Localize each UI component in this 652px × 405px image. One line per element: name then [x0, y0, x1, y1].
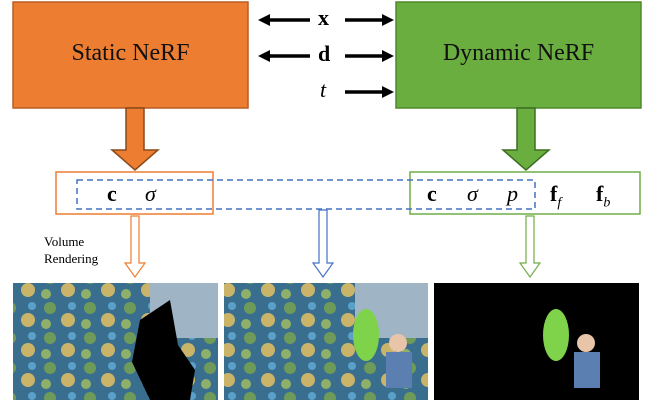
full-scene-image: [224, 283, 428, 400]
dynamic-output-fb: fb: [596, 181, 611, 211]
static-output-sigma: σ: [145, 181, 156, 206]
input-d: d: [318, 41, 331, 66]
static-render-arrow: [123, 215, 147, 279]
input-x: x: [318, 5, 329, 30]
dynamic-scene-image: [434, 283, 639, 400]
static-down-arrow: [109, 107, 161, 171]
static-nerf-label: Static NeRF: [71, 40, 190, 66]
input-t: t: [320, 77, 327, 102]
dynamic-down-arrow: [500, 107, 552, 171]
volume-rendering-label: Volume Rendering: [44, 234, 99, 266]
input-arrows: [258, 14, 394, 98]
dynamic-nerf-box: [395, 1, 642, 109]
dynamic-output-p: p: [507, 181, 518, 206]
dynamic-output-c: c: [427, 181, 437, 206]
static-output-c: c: [107, 181, 117, 206]
dynamic-output-sigma: σ: [467, 181, 478, 206]
full-render-arrow: [311, 209, 335, 279]
dynamic-nerf-label: Dynamic NeRF: [442, 40, 595, 66]
static-nerf-box: [12, 1, 249, 109]
dynamic-output-box: [409, 171, 641, 215]
combined-dashed-box: [76, 179, 536, 210]
dynamic-render-arrow: [518, 215, 542, 279]
dynamic-output-ff: ff: [550, 181, 562, 211]
static-scene-image: [13, 283, 218, 400]
static-output-box: [55, 171, 214, 215]
